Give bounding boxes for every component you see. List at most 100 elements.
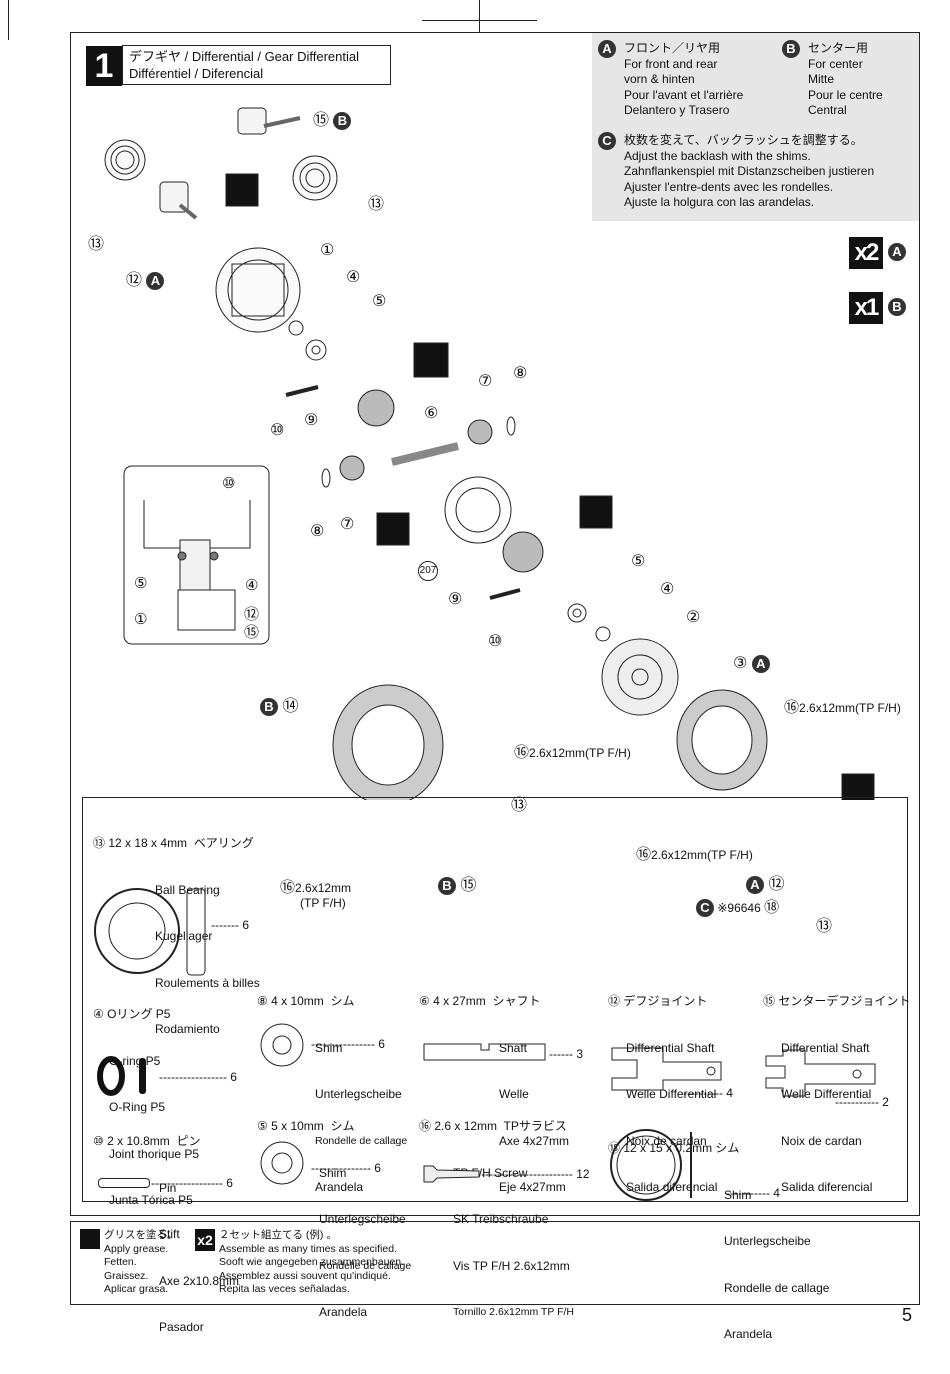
callout-4: ④	[660, 581, 675, 598]
part-4: ④ Oリング P5 O-ring P5 O-Ring P5 Joint thor…	[93, 1007, 200, 1207]
o-ring-illustration	[97, 1056, 146, 1096]
note-c-line: Ajuster l'entre-dents avec les rondelles…	[624, 179, 834, 194]
bearing-13-left	[104, 139, 146, 181]
legend-grease-text: グリスを塗る。 Apply grease. Fetten. Graissez. …	[104, 1229, 178, 1295]
part-16: ⑯ 2.6 x 12mm TPサラビス TP F/H Screw SK Trei…	[419, 1119, 574, 1318]
part-16-qty: ----------------------- 12	[481, 1167, 590, 1181]
part-13: ⑬ 12 x 18 x 4mm ベアリング Ball Bearing Kugel…	[93, 836, 260, 1036]
note-a-line: For front and rear	[624, 56, 718, 71]
note-b-line: For center	[808, 56, 863, 71]
part-4-qty: ----------------- 6	[159, 1070, 237, 1084]
callout-13: ⑬	[816, 918, 833, 935]
note-b-line: センター用	[808, 41, 869, 55]
callout-3-a: ③ A	[733, 653, 770, 673]
callout-10: ⑩	[488, 633, 503, 650]
step-title: デフギヤ / Differential / Gear Differential …	[122, 45, 391, 85]
inset-callout-10: ⑩	[222, 475, 236, 492]
callout-13: ⑬	[511, 797, 528, 814]
qty-b-badge: B	[888, 298, 906, 316]
bevel-gear-7-left	[339, 455, 365, 481]
repeat-icon: x2	[195, 1229, 215, 1251]
note-a-line: フロント／リヤ用	[624, 41, 721, 55]
legend-repeat-text: ２セット組立てる (例) 。 Assemble as many times as…	[219, 1229, 405, 1295]
callout-13: ⑬	[368, 196, 385, 213]
callout-7: ⑦	[340, 516, 355, 533]
note-c-line: Ajuste la holgura con las arandelas.	[624, 195, 815, 209]
note-c-line: Zahnflankenspiel mit Distanzscheiben jus…	[624, 164, 875, 178]
part-8: ⑧ 4 x 10mm シム Shim Unterlegscheibe Ronde…	[257, 994, 408, 1194]
bearing-13-right	[292, 155, 338, 201]
inset-callout-4: ④	[245, 577, 259, 594]
shim-5x10-illustration	[260, 1141, 304, 1185]
page-number: 5	[901, 1305, 912, 1325]
part-12-qty: ---------- 4	[683, 1086, 733, 1100]
note-b-line: Pour le centre	[808, 87, 883, 102]
note-c-line: Adjust the backlash with the shims.	[624, 148, 811, 163]
diff-joint-illustration	[611, 1047, 722, 1091]
exploded-diagram	[104, 107, 875, 800]
diff-case-1	[215, 247, 301, 333]
bevel-gear-9-right	[502, 531, 544, 573]
callout-8: ⑧	[310, 523, 325, 540]
center-joint-15	[237, 107, 301, 135]
note-a-line: Delantero y Trasero	[624, 103, 730, 117]
callout-5: ⑤	[372, 293, 387, 310]
callout-10: ⑩	[270, 422, 285, 439]
callout-2: ②	[686, 609, 701, 626]
part-10: ⑩ 2 x 10.8mm ピン Pin Stift Axe 2x10.8mm P…	[93, 1134, 240, 1334]
shaft-illustration	[423, 1043, 546, 1061]
screw-illustration	[423, 1165, 480, 1183]
qty-a-badge: A	[888, 243, 906, 261]
note-b-line: Central	[808, 103, 847, 117]
step-title-line2: Différentiel / Diferencial	[129, 66, 264, 81]
callout-4: ④	[346, 269, 361, 286]
part-5: ⑤ 5 x 10mm シム Shim Unterlegscheibe Ronde…	[257, 1119, 412, 1319]
callout-15-b: B ⑮	[438, 871, 476, 895]
step-title-line1: デフギヤ / Differential / Gear Differential	[129, 49, 359, 64]
inset-callout-12: ⑫	[244, 606, 260, 623]
spur-gear-14	[332, 684, 444, 800]
callout-16: ⑯2.6x12mm(TP F/H)	[514, 744, 631, 761]
part-5-qty: --------------- 6	[311, 1161, 381, 1175]
center-joint-illustration	[765, 1049, 876, 1097]
top-tick	[479, 0, 480, 32]
grease-icon	[80, 1229, 100, 1249]
note-a: A	[598, 40, 616, 58]
shim-12x15-illustration	[610, 1129, 692, 1201]
callout-9: ⑨	[304, 412, 319, 429]
step-frame	[70, 32, 920, 1216]
shim-4x10-illustration	[260, 1023, 304, 1067]
callout-207: 207	[418, 561, 438, 581]
diff-joint-12	[159, 181, 198, 220]
inset-callout-15: ⑮	[244, 624, 260, 641]
badge-b: B	[782, 40, 800, 58]
callout-16: ⑯2.6x12mm(TP F/H)	[636, 846, 753, 863]
qty-a-icon: x2	[849, 237, 883, 269]
note-c: C	[598, 132, 616, 150]
qty-b-icon: x1	[849, 292, 883, 324]
gasket-207	[444, 476, 512, 544]
part-8-qty: ---------------- 6	[311, 1037, 385, 1051]
callout-12-a: A ⑫	[746, 870, 784, 894]
part-10-qty: ------------------ 6	[151, 1176, 233, 1190]
diff-cover-2	[601, 638, 679, 716]
part-15: ⑮ センターデフジョイント Differential Shaft Welle D…	[763, 994, 911, 1194]
legend-box: グリスを塗る。 Apply grease. Fetten. Graissez. …	[70, 1221, 920, 1305]
callout-13: ⑬	[88, 236, 105, 253]
callout-14-b: B ⑭	[260, 692, 298, 716]
ring-gear-3	[676, 689, 768, 791]
callout-15-b: ⑮ B	[313, 106, 352, 130]
callout-5: ⑤	[631, 553, 646, 570]
callout-9: ⑨	[448, 591, 463, 608]
notes-panel: A フロント／リヤ用 For front and rear vorn & hin…	[592, 33, 919, 221]
part-15-qty: ----------- 2	[835, 1095, 889, 1109]
callout-148-c: C ※96646 ⑱	[696, 896, 779, 917]
note-c-text: 枚数を変えて、バックラッシュを調整する。 Adjust the backlash…	[624, 133, 874, 211]
cutaway-inset	[123, 465, 270, 645]
note-b-line: Mitte	[808, 72, 835, 86]
callout-16: ⑯2.6x12mm(TP F/H)	[280, 879, 352, 910]
callout-16: ⑯2.6x12mm(TP F/H)	[784, 699, 901, 716]
callout-7: ⑦	[478, 373, 493, 390]
part-148-qty: ----------- 4	[726, 1186, 780, 1200]
parts-list: ⑬ 12 x 18 x 4mm ベアリング Ball Bearing Kugel…	[82, 797, 910, 1341]
